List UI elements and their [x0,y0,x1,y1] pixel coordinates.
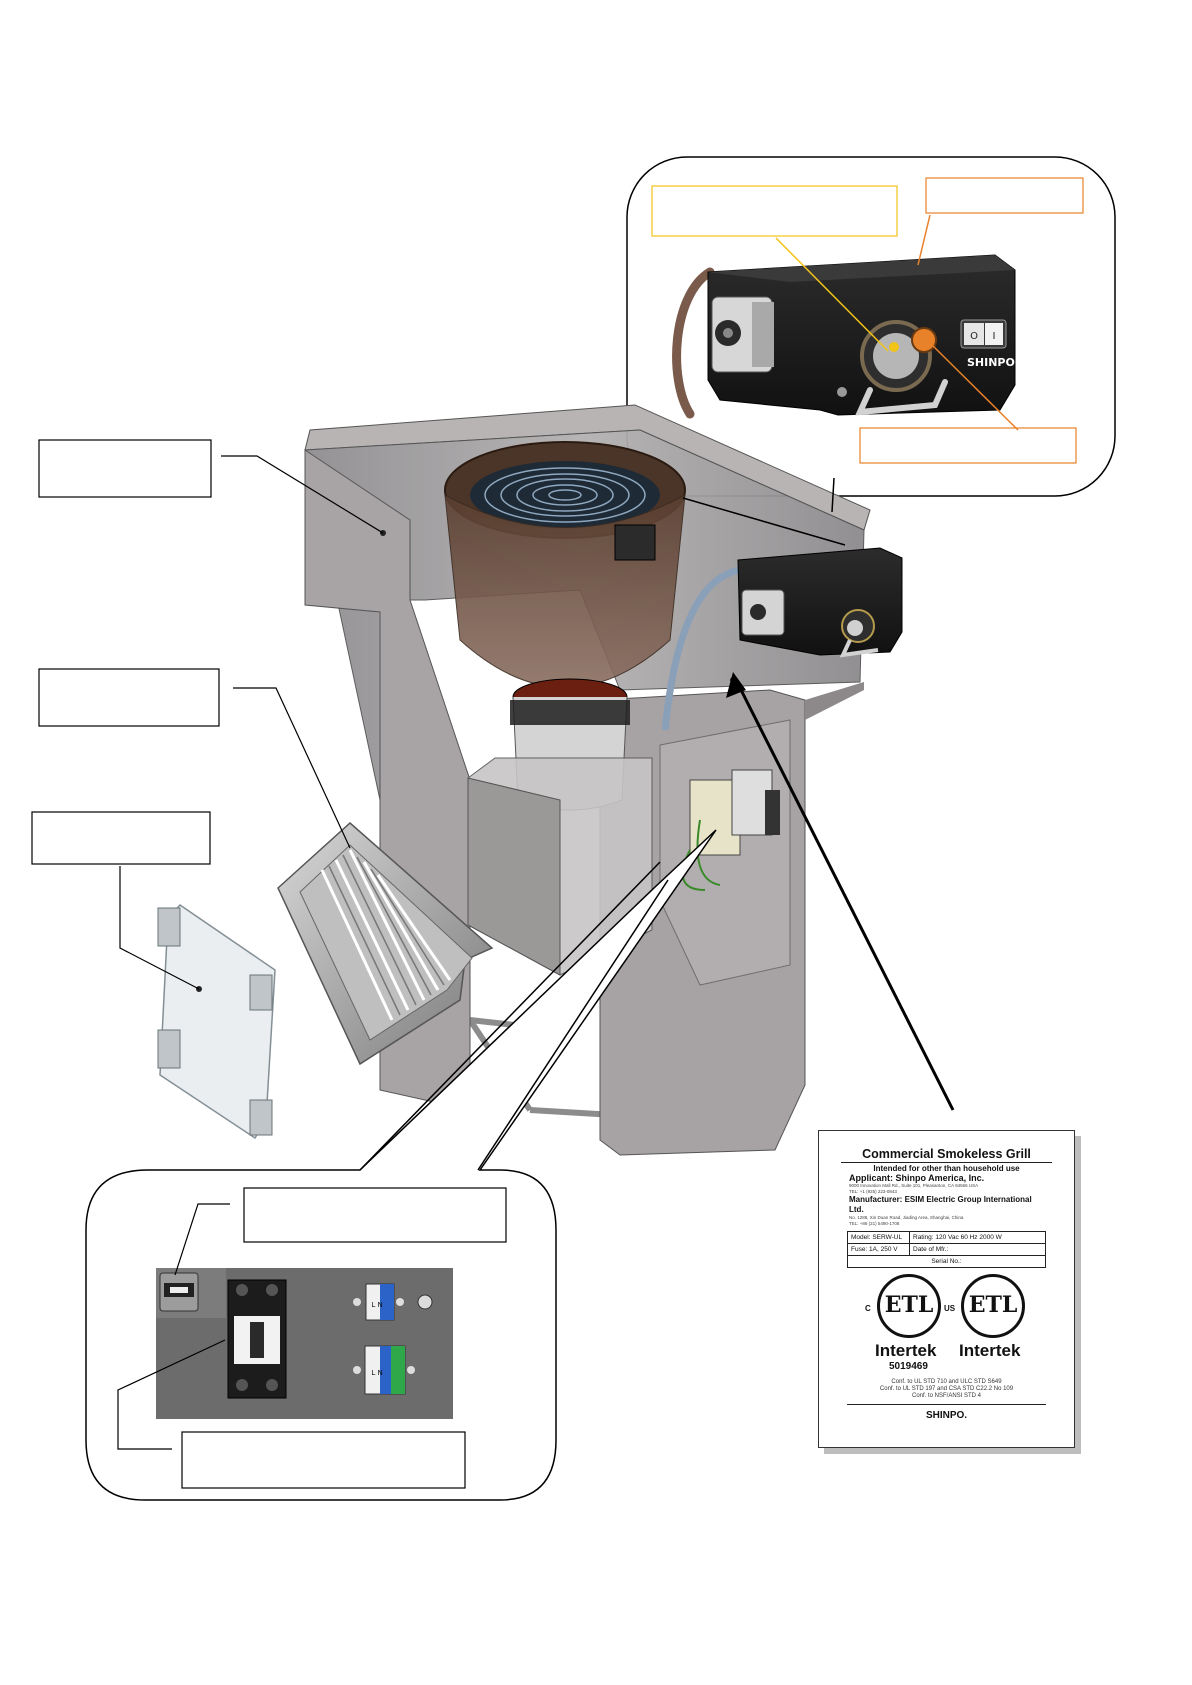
switch-off-symbol: O [970,331,978,342]
leader-line-glass [119,866,200,990]
leader-line-inset-drop [831,477,835,513]
inset-wedge-line-2 [477,879,669,1171]
leader-orange-top [917,214,931,266]
callout-box-orange-top [925,177,1084,214]
nameplate-subtitle: Intended for other than household use [841,1162,1052,1173]
callout-box-left-1 [38,439,212,498]
grill-body-picture [304,404,903,1156]
control-number: 5019469 [889,1361,928,1372]
nameplate-model: Model: SERW-UL [848,1232,910,1243]
conformity-line-2: Conf. to UL STD 197 and CSA STD C22.2 No… [879,1386,1014,1392]
leader-yellow [775,237,889,352]
nameplate-rating: Rating: 120 Vac 60 Hz 2000 W [913,1234,1002,1241]
nameplate-row: Serial No.: [848,1256,1045,1267]
nameplate-manufacturer-address: No. 1288, Xin Duan Road, Jiading Area, S… [849,1215,964,1220]
leader-arrow-nameplate [734,679,955,1111]
certification-logos: ETL C US ETL Intertek 5019469 Intertek [819,1274,1074,1379]
leader-line-body [221,455,384,534]
leader-line-breaker [117,1339,226,1450]
leader-line-grille [233,687,351,849]
nameplate-manufacturer-tel: TEL: +86 (21) 5490-1708 [849,1221,900,1226]
callout-box-orange-bottom [859,427,1077,464]
rating-nameplate: Commercial Smokeless Grill Intended for … [818,1130,1075,1448]
nameplate-applicant-tel: TEL: +1 (925) 223-0843 [849,1189,897,1194]
callout-box-yellow [651,185,898,237]
electrical-closeup-picture: L N L N [156,1268,453,1419]
intertek-brand-2: Intertek [959,1341,1021,1360]
intertek-brand-1: Intertek [875,1341,937,1360]
control-box-picture: O I SHINPO [672,254,1016,419]
nameplate-manufacturer: Manufacturer: ESIM Electric Group Intern… [849,1195,1032,1214]
nameplate-date: Date of Mfr.: [913,1246,949,1253]
callout-box-bottom-2 [181,1431,466,1489]
arrowhead-nameplate [726,672,746,698]
conformity-line-3: Conf. to NSF/ANSI STD 4 [911,1393,982,1399]
nameplate-applicant: Applicant: Shinpo America, Inc. [849,1173,985,1183]
nameplate-serial: Serial No.: [931,1258,962,1265]
terminal-block-2-label: L N [371,1369,382,1377]
leader-orange-bottom [929,342,1019,431]
grease-grille-picture [277,821,494,1066]
leader-line-meter [174,1203,230,1276]
callout-box-bottom-1 [243,1187,507,1243]
etl-sanitation-mark: ETL [961,1274,1025,1338]
switch-on-symbol: I [993,331,996,342]
etl-us-label: US [944,1304,956,1313]
callout-box-left-3 [31,811,211,865]
shinpo-logo: SHINPO. [847,1404,1046,1421]
conformity-line-1: Conf. to UL STD 710 and ULC STD S649 [891,1379,1002,1385]
nameplate-row: Model: SERW-UL Rating: 120 Vac 60 Hz 200… [848,1232,1045,1244]
nameplate-title: Commercial Smokeless Grill [862,1147,1031,1161]
panel-brand-label: SHINPO [967,356,1015,369]
nameplate-table: Model: SERW-UL Rating: 120 Vac 60 Hz 200… [847,1231,1046,1268]
nameplate-fuse: Fuse: 1A, 250 V [848,1244,910,1255]
nameplate-applicant-address: 9000 Innovation Mall Rd., Suite 101, Ple… [849,1183,979,1188]
etl-c-label: C [865,1304,871,1313]
leader-line-hood-to-inset [682,497,846,546]
inset-wedge-line-1 [359,861,661,1171]
etl-listed-mark: ETL [877,1274,941,1338]
glass-panel-picture [157,904,276,1140]
callout-box-left-2 [38,668,220,727]
nameplate-row: Fuse: 1A, 250 V Date of Mfr.: [848,1244,1045,1256]
terminal-block-1-label: L N [371,1301,382,1309]
